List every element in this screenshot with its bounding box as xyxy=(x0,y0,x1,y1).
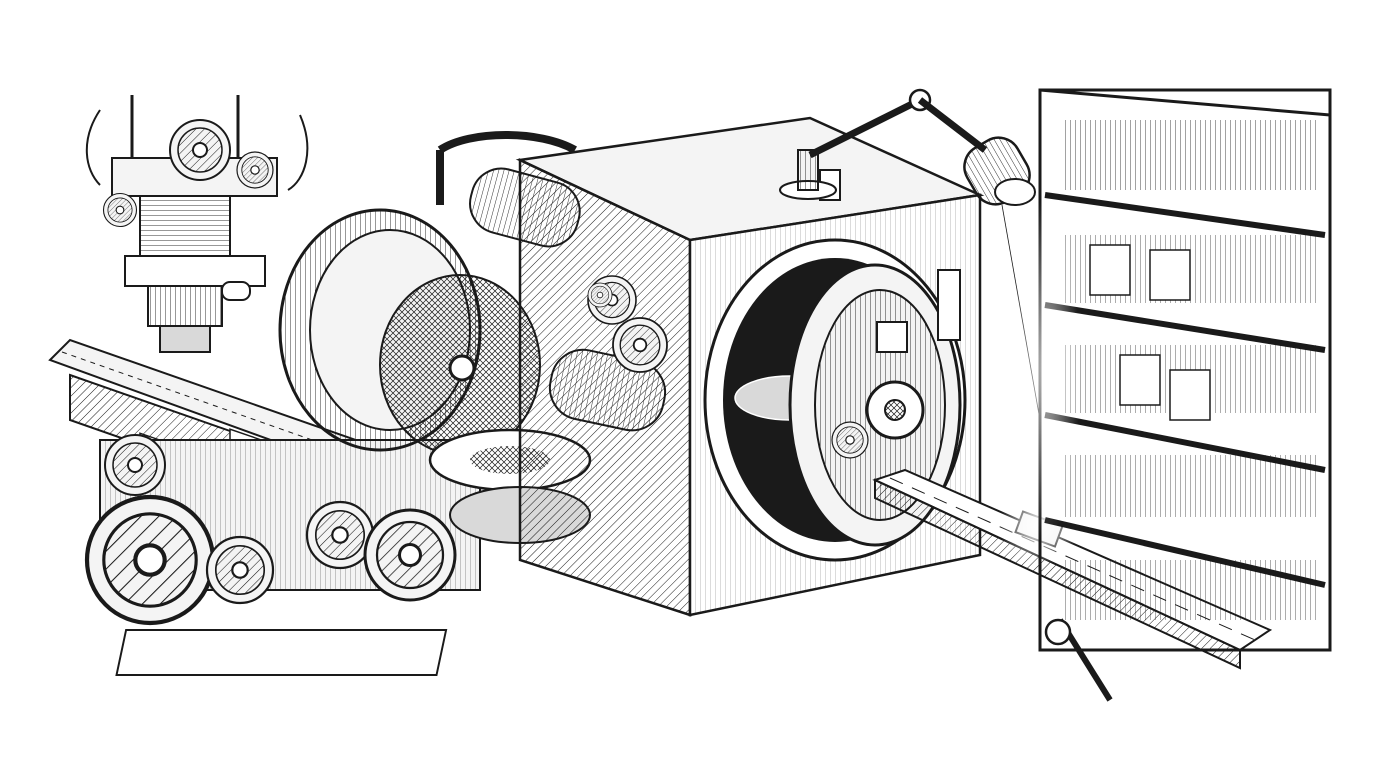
archive-shelf-icon xyxy=(1010,88,1332,652)
microfilm-camera-icon xyxy=(85,95,309,400)
desk-lamp-icon xyxy=(779,88,1041,421)
film-conveyor-icon xyxy=(48,338,481,676)
